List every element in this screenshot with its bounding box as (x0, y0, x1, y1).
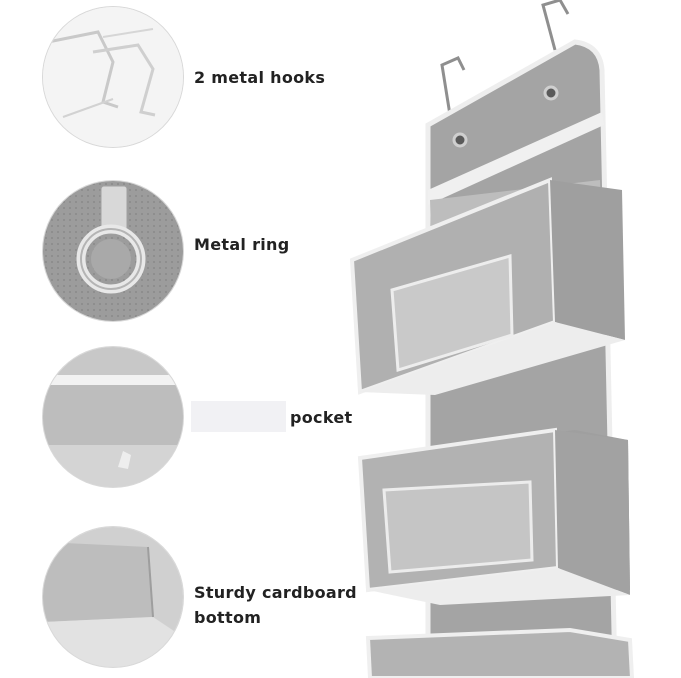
feature-label-pocket: pocket (290, 408, 353, 427)
cardboard-bottom-closeup-image (43, 527, 183, 667)
blank-label-patch (191, 401, 286, 432)
pocket-closeup-image (43, 347, 183, 487)
cardboard-bottom-icon (43, 527, 183, 667)
pocket-icon (43, 347, 183, 487)
metal-ring-icon (43, 181, 183, 321)
metal-hooks-icon (43, 7, 183, 147)
hanging-door-organizer-icon (349, 0, 635, 678)
hanging-organizer-image (340, 0, 681, 678)
feature-label-cardboard-bottom: Sturdy cardboard bottom (194, 583, 357, 627)
metal-hooks-closeup-image (43, 7, 183, 147)
feature-label-metal-ring: Metal ring (194, 235, 290, 254)
metal-ring-closeup-image (43, 181, 183, 321)
feature-label-hooks: 2 metal hooks (194, 68, 326, 87)
